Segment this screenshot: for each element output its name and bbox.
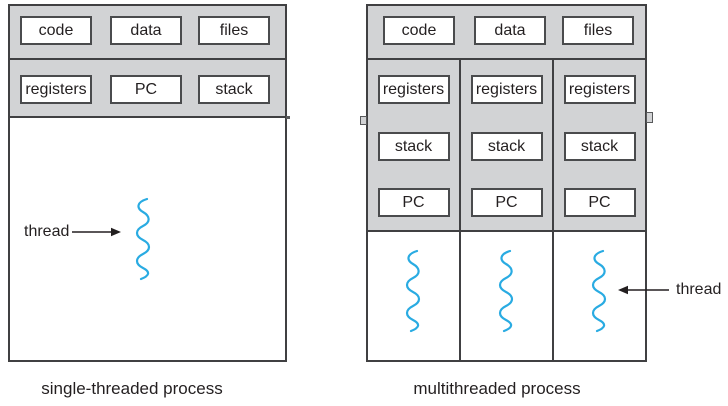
pc-box: PC: [377, 188, 450, 217]
thread-squiggle: [135, 197, 151, 281]
single-threaded-caption: single-threaded process: [41, 379, 223, 398]
thread-3-context-area: registers stack PC: [554, 60, 645, 232]
row-divider: [10, 58, 285, 60]
multithreaded-caption: multithreaded process: [413, 379, 581, 398]
thread-column-1: registers stack PC: [368, 60, 459, 360]
data-box: data: [474, 16, 546, 45]
tick-mark: [646, 112, 653, 123]
thread-column-3: registers stack PC: [552, 60, 645, 360]
right-shared-resources-area: code data files: [368, 6, 645, 60]
tick-mark: [360, 116, 367, 125]
pc-box: PC: [563, 188, 636, 217]
single-threaded-process-box: code data files registers PC stack threa…: [8, 4, 287, 362]
registers-box: registers: [563, 75, 636, 104]
thread-arrow-left-icon: [618, 285, 669, 295]
thread-columns: registers stack PC registers stack PC: [368, 60, 645, 360]
registers-box: registers: [20, 75, 92, 104]
code-box: code: [20, 16, 92, 45]
registers-box: registers: [470, 75, 543, 104]
thread-1-context-area: registers stack PC: [368, 60, 459, 232]
thread-label: thread: [24, 223, 70, 240]
pc-box: PC: [110, 75, 182, 104]
thread-arrow-right-icon: [72, 227, 121, 237]
thread-squiggle: [591, 249, 606, 333]
stack-box: stack: [563, 132, 636, 161]
thread-label: thread: [676, 281, 722, 298]
data-box: data: [110, 16, 182, 45]
stack-box: stack: [377, 132, 450, 161]
files-box: files: [562, 16, 634, 45]
thread-column-2: registers stack PC: [459, 60, 552, 360]
pc-box: PC: [470, 188, 543, 217]
thread-squiggle: [405, 249, 420, 333]
thread-squiggle: [498, 249, 513, 333]
files-box: files: [198, 16, 270, 45]
stack-box: stack: [198, 75, 270, 104]
code-box: code: [383, 16, 455, 45]
registers-box: registers: [377, 75, 450, 104]
left-shared-resources-area: code data files registers PC stack: [10, 6, 285, 118]
stack-box: stack: [470, 132, 543, 161]
multithreaded-process-box: code data files registers stack PC regis…: [366, 4, 647, 362]
thread-2-context-area: registers stack PC: [461, 60, 552, 232]
tick-mark: [286, 116, 290, 119]
